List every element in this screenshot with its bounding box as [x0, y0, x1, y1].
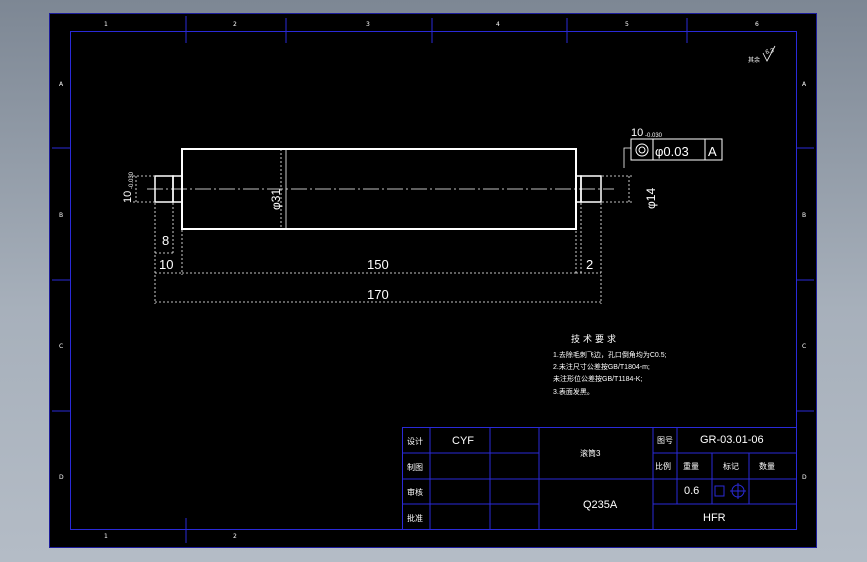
dim-left-groove: 8 — [162, 233, 169, 248]
engineering-drawing: 1 2 3 4 5 6 1 2 A B C D A B C D 其余 6.3 — [49, 13, 817, 548]
outer-border — [49, 13, 817, 548]
inner-frame — [70, 31, 797, 530]
zone-left-d: D — [59, 474, 64, 481]
roughness-value: 6.3 — [765, 48, 775, 56]
tb-weight: 0.6 — [684, 485, 699, 497]
tolerance-frame: φ0.03 A — [630, 138, 723, 161]
tb-drawing-no-label: 图号 — [657, 436, 673, 445]
zone-top-1: 1 — [104, 21, 108, 28]
projection-icon — [714, 483, 746, 499]
zone-right-b: B — [802, 212, 806, 219]
tolerance-value: φ0.03 — [655, 144, 689, 159]
dim-body-diameter: φ31 — [269, 189, 283, 210]
zone-bottom-2: 2 — [233, 533, 237, 540]
tb-qty-label: 数量 — [759, 461, 775, 471]
dim-right-shaft-tol: 10 — [631, 127, 643, 139]
dimension-lines — [133, 147, 633, 304]
note-3: 未注形位公差按GB/T1184-K; — [553, 374, 642, 383]
tb-designer: CYF — [452, 435, 474, 447]
note-4: 3.表面发黑。 — [553, 387, 594, 396]
zone-ticks — [52, 16, 814, 543]
zone-right-d: D — [802, 474, 807, 481]
zone-top-5: 5 — [625, 21, 629, 28]
dim-left-shaft-tol-small: -0.030 — [129, 171, 135, 189]
tb-mark-label: 标记 — [723, 461, 739, 471]
dim-body-length: 150 — [367, 257, 389, 272]
dim-shaft-diameter: φ14 — [644, 188, 658, 209]
note-2: 2.未注尺寸公差按GB/T1804-m; — [553, 362, 650, 371]
dim-left-shaft-tol: 10 — [122, 191, 134, 203]
roughness-label: 其余 — [748, 56, 760, 64]
tb-designer-label: 设计 — [407, 436, 423, 446]
tolerance-datum: A — [708, 144, 717, 159]
note-1: 1.去除毛刺飞边，孔口倒角均为C0.5; — [553, 350, 667, 359]
tb-material: Q235A — [583, 499, 618, 511]
zone-top-3: 3 — [366, 21, 370, 28]
zone-top-4: 4 — [496, 21, 500, 28]
concentricity-icon — [635, 143, 649, 157]
tb-drafter-label: 制图 — [407, 462, 423, 472]
zone-right-c: C — [802, 343, 806, 350]
zone-left-a: A — [59, 81, 64, 88]
zone-left-c: C — [59, 343, 63, 350]
tb-checker-label: 审核 — [407, 487, 423, 497]
dim-left-step: 10 — [159, 257, 173, 272]
tb-approver-label: 批准 — [407, 513, 423, 523]
dim-total-length: 170 — [367, 287, 389, 302]
tb-part-name: 滚筒3 — [580, 448, 601, 458]
zone-left-b: B — [59, 212, 63, 219]
zone-top-6: 6 — [755, 21, 759, 28]
drawing-sheet: 1 2 3 4 5 6 1 2 A B C D A B C D 其余 6.3 — [49, 13, 817, 548]
title-block-grid — [402, 427, 797, 530]
tb-company: HFR — [703, 512, 726, 524]
tb-scale-label: 比例 — [655, 461, 671, 471]
dim-right-step: 2 — [586, 257, 593, 272]
shaft-part — [147, 148, 614, 230]
roughness-icon: 6.3 — [762, 45, 776, 62]
notes-title: 技术要求 — [571, 333, 619, 344]
dim-right-shaft-tol-small: -0.030 — [645, 133, 663, 139]
zone-top-2: 2 — [233, 21, 237, 28]
zone-right-a: A — [802, 81, 807, 88]
tb-weight-label: 重量 — [683, 461, 699, 471]
zone-bottom-1: 1 — [104, 533, 108, 540]
tb-drawing-no: GR-03.01-06 — [700, 434, 764, 446]
